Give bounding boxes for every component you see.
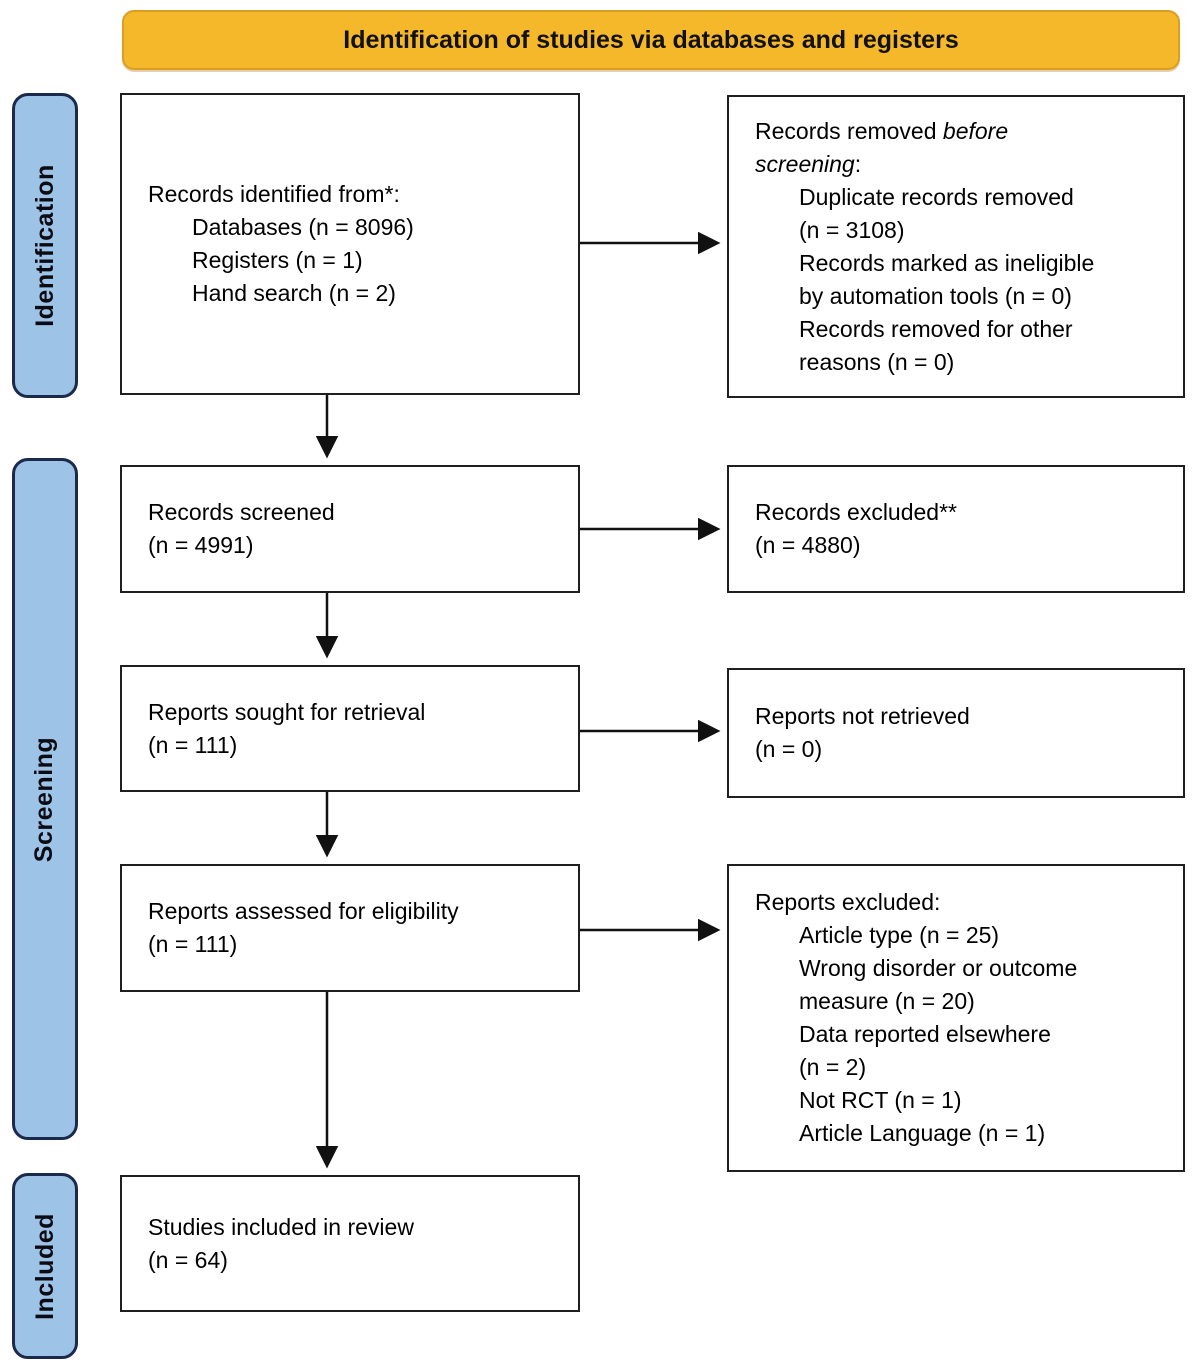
box-text-line: Reports not retrieved [755,703,970,729]
box-text-line: Data reported elsewhere [799,1021,1051,1047]
box-text-line: (n = 4880) [755,532,861,558]
box-text-line: (n = 64) [148,1246,228,1273]
box-text-line: (n = 111) [148,931,238,957]
box-text-line: Reports excluded: [755,889,941,915]
box-studies-included: Studies included in review (n = 64) [120,1175,580,1312]
sidebar-included-label: Included [30,1212,59,1320]
box-text-line: (n = 0) [755,736,823,762]
box-text-line: Records identified from*: [148,181,400,207]
box-text-line: Not RCT (n = 1) [799,1087,962,1113]
box-text-line: Reports assessed for eligibility [148,898,459,924]
sidebar-screening-label: Screening [30,736,59,862]
box-text-line: Article Language (n = 1) [799,1120,1046,1146]
box-text-line: Studies included in review [148,1213,414,1240]
box-text-line: Records removed for other [799,315,1073,342]
box-records-excluded: Records excluded** (n = 4880) [727,465,1185,593]
box-text-line: (n = 4991) [148,532,254,558]
box-text-line: Records removed before [755,117,1009,144]
box-text-line: (n = 3108) [799,216,905,243]
sidebar-included: Included [12,1173,78,1359]
box-text-line: Records screened [148,499,335,525]
box-text-line: reasons (n = 0) [799,348,955,375]
box-text-line: Wrong disorder or outcome [799,955,1078,981]
sidebar-screening: Screening [12,458,78,1140]
box-text-line: Databases (n = 8096) [192,214,414,240]
sidebar-identification-label: Identification [30,164,59,327]
box-records-screened: Records screened (n = 4991) [120,465,580,593]
box-text-line: measure (n = 20) [799,988,975,1014]
box-text-line: (n = 111) [148,731,238,758]
box-reports-excluded: Reports excluded: Article type (n = 25) Wr… [727,864,1185,1172]
box-text-line: (n = 2) [799,1054,867,1080]
box-text-line: screening: [755,150,862,177]
box-reports-not-retrieved: Reports not retrieved (n = 0) [727,668,1185,798]
box-text-line: Records marked as ineligible [799,249,1095,276]
box-text-line: by automation tools (n = 0) [799,282,1072,309]
box-text-line: Registers (n = 1) [192,247,363,273]
box-reports-assessed: Reports assessed for eligibility (n = 111… [120,864,580,992]
banner-title: Identification of studies via databases … [122,10,1180,70]
box-text-line: Hand search (n = 2) [192,280,396,306]
box-reports-sought: Reports sought for retrieval (n = 111) [120,665,580,792]
box-text-line: Records excluded** [755,499,958,525]
box-text-line: Article type (n = 25) [799,922,1000,948]
box-records-identified: Records identified from*: Databases (n = … [120,93,580,395]
box-records-removed: Records removed before screening: Duplicat… [727,95,1185,398]
sidebar-identification: Identification [12,93,78,398]
box-text-line: Duplicate records removed [799,183,1074,210]
box-text-line: Reports sought for retrieval [148,698,426,725]
